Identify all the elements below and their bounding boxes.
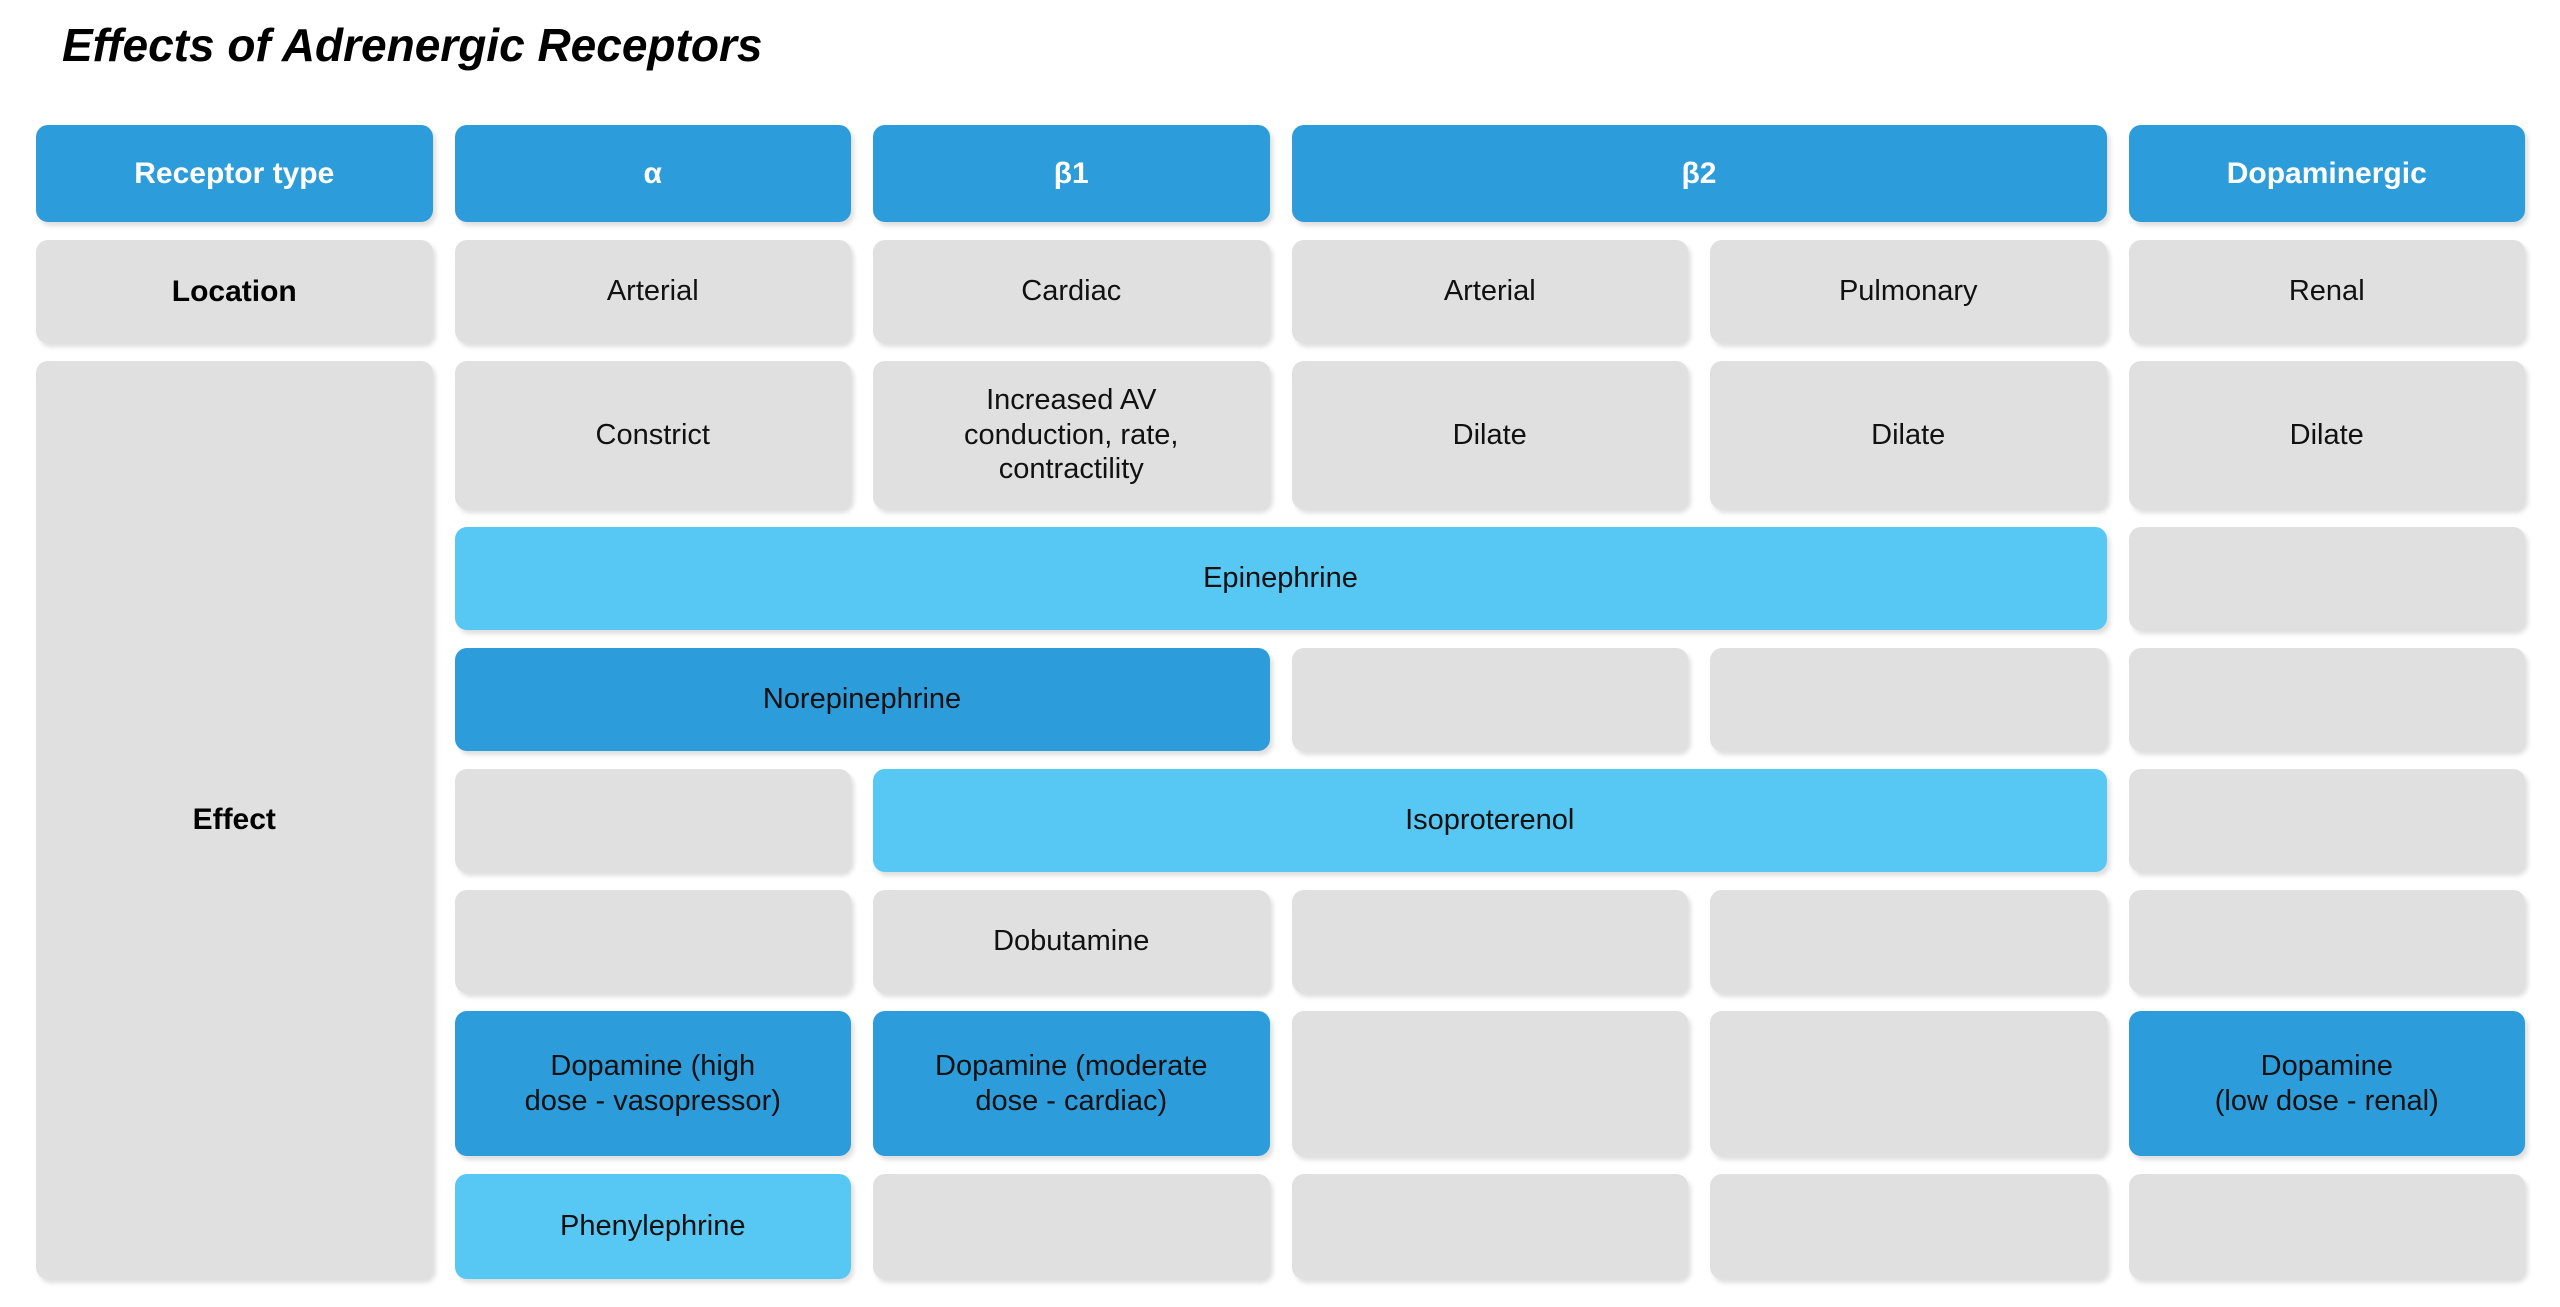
empty-cell-epinephrine-dopaminergic <box>2128 527 2525 630</box>
empty-cell-dobutamine-alpha <box>454 890 851 993</box>
location-cell-beta2-pulmonary: Pulmonary <box>1710 240 2107 343</box>
empty-cell-phenylephrine-beta2-pulmonary <box>1710 1174 2107 1279</box>
drug-cell-dopamine-moderate-dose: Dopamine (moderate dose - cardiac) <box>873 1011 1270 1156</box>
empty-cell-dopamine-beta2-pulmonary <box>1710 1011 2107 1156</box>
drug-bar-epinephrine: Epinephrine <box>454 527 2107 630</box>
header-cell-dopaminergic: Dopaminergic <box>2128 125 2525 222</box>
receptor-table: Receptor type α β1 β2 Dopaminergic Locat… <box>36 125 2525 1279</box>
effect-cell-beta1: Increased AV conduction, rate, contracti… <box>873 361 1270 509</box>
empty-cell-phenylephrine-beta2-arterial <box>1291 1174 1688 1279</box>
empty-cell-dobutamine-dopaminergic <box>2128 890 2525 993</box>
diagram-title: Effects of Adrenergic Receptors <box>62 19 763 71</box>
location-cell-alpha: Arterial <box>454 240 851 343</box>
empty-cell-norepinephrine-beta2-arterial <box>1291 648 1688 751</box>
empty-cell-norepinephrine-dopaminergic <box>2128 648 2525 751</box>
empty-cell-phenylephrine-dopaminergic <box>2128 1174 2525 1279</box>
empty-cell-isoproterenol-alpha <box>454 769 851 872</box>
effect-row-label: Effect <box>36 361 433 1279</box>
drug-cell-dopamine-low-dose: Dopamine (low dose - renal) <box>2128 1011 2525 1156</box>
effect-cell-dopaminergic: Dilate <box>2128 361 2525 509</box>
drug-cell-dopamine-high-dose: Dopamine (high dose - vasopressor) <box>454 1011 851 1156</box>
drug-cell-phenylephrine: Phenylephrine <box>454 1174 851 1279</box>
header-cell-alpha: α <box>454 125 851 222</box>
effect-cell-alpha: Constrict <box>454 361 851 509</box>
drug-bar-norepinephrine: Norepinephrine <box>454 648 1270 751</box>
empty-cell-dobutamine-beta2-pulmonary <box>1710 890 2107 993</box>
drug-bar-isoproterenol: Isoproterenol <box>873 769 2107 872</box>
location-cell-beta1: Cardiac <box>873 240 1270 343</box>
location-cell-beta2-arterial: Arterial <box>1291 240 1688 343</box>
location-cell-dopaminergic: Renal <box>2128 240 2525 343</box>
header-cell-beta1: β1 <box>873 125 1270 222</box>
effect-cell-beta2-pulmonary: Dilate <box>1710 361 2107 509</box>
empty-cell-dopamine-beta2-arterial <box>1291 1011 1688 1156</box>
header-cell-beta2: β2 <box>1291 125 2107 222</box>
drug-cell-dobutamine: Dobutamine <box>873 890 1270 993</box>
empty-cell-isoproterenol-dopaminergic <box>2128 769 2525 872</box>
empty-cell-dobutamine-beta2-arterial <box>1291 890 1688 993</box>
location-row-label: Location <box>36 240 433 343</box>
empty-cell-norepinephrine-beta2-pulmonary <box>1710 648 2107 751</box>
empty-cell-phenylephrine-beta1 <box>873 1174 1270 1279</box>
effect-cell-beta2-arterial: Dilate <box>1291 361 1688 509</box>
header-cell-receptor-type: Receptor type <box>36 125 433 222</box>
